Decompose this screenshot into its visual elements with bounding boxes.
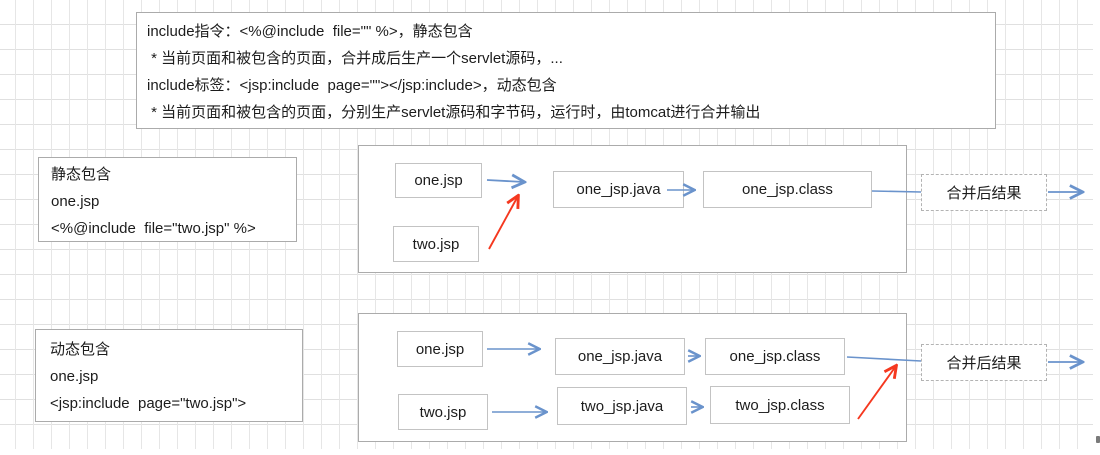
static-include-line3: <%@include file="two.jsp" %> <box>51 220 256 237</box>
static-include-label-box: 静态包含 one.jsp <%@include file="two.jsp" %… <box>38 157 297 242</box>
dynamic-node-one-jsp-java: one_jsp.java <box>555 338 685 375</box>
include-note-box: include指令：<%@include file="" %>，静态包含 * 当… <box>136 12 996 129</box>
note-line-3: include标签：<jsp:include page=""></jsp:inc… <box>147 77 557 94</box>
stray-mark <box>1096 436 1100 443</box>
note-line-4: * 当前页面和被包含的页面，分别生产servlet源码和字节码，运行时，由tom… <box>147 104 761 121</box>
static-include-title: 静态包含 <box>51 166 112 183</box>
dynamic-node-one-jsp: one.jsp <box>397 331 483 367</box>
dynamic-node-two-jsp-class: two_jsp.class <box>710 386 850 424</box>
static-node-two-jsp: two.jsp <box>393 226 479 262</box>
dynamic-node-two-jsp-java: two_jsp.java <box>557 387 687 425</box>
dynamic-include-line2: one.jsp <box>50 368 99 385</box>
dynamic-include-line3: <jsp:include page="two.jsp"> <box>50 395 247 412</box>
dynamic-node-two-jsp: two.jsp <box>398 394 488 430</box>
dynamic-include-title: 动态包含 <box>50 341 111 358</box>
static-node-one-jsp-class: one_jsp.class <box>703 171 872 208</box>
note-line-2: * 当前页面和被包含的页面，合并成后生产一个servlet源码，... <box>147 50 563 67</box>
note-line-1: include指令：<%@include file="" %>，静态包含 <box>147 23 473 40</box>
dynamic-include-label-box: 动态包含 one.jsp <jsp:include page="two.jsp"… <box>35 329 303 422</box>
dynamic-result-box: 合并后结果 <box>921 344 1047 381</box>
static-node-one-jsp: one.jsp <box>395 163 482 198</box>
static-result-box: 合并后结果 <box>921 174 1047 211</box>
static-include-line2: one.jsp <box>51 193 100 210</box>
dynamic-node-one-jsp-class: one_jsp.class <box>705 338 845 375</box>
static-node-one-jsp-java: one_jsp.java <box>553 171 684 208</box>
